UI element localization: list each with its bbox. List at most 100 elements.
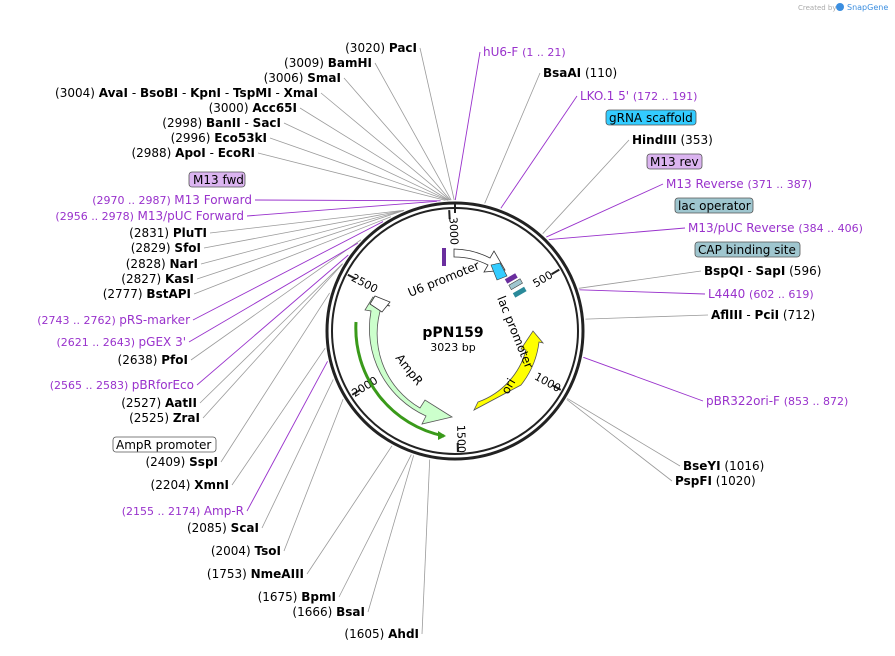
enzyme-label[interactable]: HindIII (353) xyxy=(632,133,713,147)
enzyme-labels-right: BsaAI (110) HindIII (353) BspQI - SapI (59… xyxy=(543,66,821,488)
cap-site-marker xyxy=(512,286,527,298)
enzyme-label[interactable]: (3004) AvaI - BsoBI - KpnI - TspMI - Xma… xyxy=(55,86,318,100)
enzyme-label[interactable]: (1605) AhdI xyxy=(344,627,419,641)
enzyme-label[interactable]: PspFI (1020) xyxy=(675,474,756,488)
enzyme-label[interactable]: (2831) PluTI xyxy=(129,226,207,240)
enzyme-label[interactable]: (2777) BstAPI xyxy=(103,287,191,301)
ori-arrow[interactable] xyxy=(473,330,545,411)
leader-line xyxy=(484,72,541,204)
primer-label[interactable]: M13 Reverse (371 .. 387) xyxy=(666,177,812,191)
tick-mark xyxy=(552,384,562,391)
lac-operator-box[interactable] xyxy=(674,197,754,214)
cap-binding-box[interactable] xyxy=(694,241,801,258)
enzyme-name: SapI xyxy=(756,264,786,278)
enzyme-name: BstAPI xyxy=(146,287,191,301)
tick-label: 1000 xyxy=(532,370,563,395)
enzyme-label[interactable]: (1753) NmeAIII xyxy=(207,567,304,581)
leader-line xyxy=(199,263,343,404)
grna-scaffold-box[interactable] xyxy=(605,109,697,126)
primer-label[interactable]: hU6-F (1 .. 21) xyxy=(483,45,566,59)
enzyme-label[interactable]: (3009) BamHI xyxy=(284,56,372,70)
enzyme-label[interactable]: (2527) AatII xyxy=(121,396,197,410)
enzyme-name: KasI xyxy=(165,272,194,286)
enzyme-name: Eco53kI xyxy=(214,131,267,145)
ampr-promoter-box[interactable] xyxy=(112,436,217,453)
enzyme-position: (3020) xyxy=(345,41,389,55)
enzyme-position: (2525) xyxy=(129,411,173,425)
cap-binding-box-label: CAP binding site xyxy=(698,243,796,257)
primer-range: (2970 .. 2987) xyxy=(92,194,174,207)
enzyme-label[interactable]: (2988) ApoI - EcoRI xyxy=(131,146,255,160)
primer-label[interactable]: (2565 .. 2583) pBRforEco xyxy=(50,378,194,392)
leader-line xyxy=(500,95,578,209)
leader-line xyxy=(231,347,326,486)
primer-label[interactable]: (2621 .. 2643) pGEX 3' xyxy=(56,335,186,349)
enzyme-label[interactable]: (3020) PacI xyxy=(345,41,417,55)
enzyme-label[interactable]: BspQI - SapI (596) xyxy=(704,264,821,278)
ampr-promoter-arrow[interactable] xyxy=(369,295,391,313)
enzyme-label[interactable]: (1675) BpmI xyxy=(258,590,336,604)
primer-label[interactable]: (2956 .. 2978) M13/pUC Forward xyxy=(55,209,244,223)
primer-label[interactable]: (2970 .. 2987) M13 Forward xyxy=(92,193,252,207)
leader-line xyxy=(269,137,448,201)
primer-label[interactable]: LKO.1 5' (172 .. 191) xyxy=(580,89,697,103)
enzyme-label[interactable]: (2204) XmnI xyxy=(151,478,229,492)
primer-range: (2743 .. 2762) xyxy=(37,314,119,327)
enzyme-label[interactable]: AflIII - PciI (712) xyxy=(711,308,815,322)
enzyme-name: PspFI xyxy=(675,474,712,488)
leader-line xyxy=(338,454,412,598)
enzyme-label[interactable]: (2998) BanII - SacI xyxy=(162,116,281,130)
enzyme-name: ZraI xyxy=(173,411,200,425)
enzyme-labels-left: (3020) PacI(3009) BamHI(3006) SmaI(3004)… xyxy=(55,41,419,641)
primer-label[interactable]: (2155 .. 2174) Amp-R xyxy=(122,504,244,518)
enzyme-name: PfoI xyxy=(161,353,188,367)
primer-label[interactable]: L4440 (602 .. 619) xyxy=(708,287,814,301)
enzyme-name: HindIII xyxy=(632,133,677,147)
leader-line xyxy=(257,152,446,201)
primer-label[interactable]: M13/pUC Reverse (384 .. 406) xyxy=(688,221,863,235)
primer-range: (2565 .. 2583) xyxy=(50,379,132,392)
m13fwd-marker xyxy=(442,248,446,266)
tick-mark xyxy=(347,273,357,280)
enzyme-label[interactable]: (2085) ScaI xyxy=(187,521,259,535)
enzyme-label[interactable]: (2996) Eco53kI xyxy=(171,131,267,145)
enzyme-separator: - xyxy=(221,86,233,100)
primer-label[interactable]: pBR322ori-F (853 .. 872) xyxy=(706,394,848,408)
enzyme-label[interactable]: (2004) TsoI xyxy=(211,544,281,558)
enzyme-label[interactable]: (2409) SspI xyxy=(145,455,218,469)
enzyme-label[interactable]: BseYI (1016) xyxy=(683,459,764,473)
enzyme-label[interactable]: (2525) ZraI xyxy=(129,411,200,425)
enzyme-label[interactable]: (3006) SmaI xyxy=(264,71,341,85)
enzyme-position: (1016) xyxy=(721,459,765,473)
m13rev-marker xyxy=(504,273,518,284)
enzyme-name: SacI xyxy=(253,116,281,130)
primer-range: (602 .. 619) xyxy=(749,288,814,301)
enzyme-label[interactable]: (1666) BsaI xyxy=(292,605,365,619)
m13-fwd-box[interactable] xyxy=(188,171,246,188)
grna-scaffold-feature[interactable] xyxy=(490,262,508,281)
enzyme-label[interactable]: (3000) Acc65I xyxy=(209,101,297,115)
primer-name: L4440 xyxy=(708,287,749,301)
leader-line xyxy=(200,210,404,265)
lac-promoter-label: lac promoter xyxy=(494,294,536,370)
ampr-arrow[interactable] xyxy=(364,296,454,425)
enzyme-label[interactable]: (2828) NarI xyxy=(126,257,198,271)
m13-rev-box[interactable] xyxy=(646,153,703,170)
enzyme-label[interactable]: (2829) SfoI xyxy=(131,241,201,255)
primer-label[interactable]: (2743 .. 2762) pRS-marker xyxy=(37,313,190,327)
enzyme-separator: - xyxy=(272,86,284,100)
ampr-highlight-head xyxy=(438,431,446,440)
enzyme-position: (2409) xyxy=(145,455,189,469)
enzyme-label[interactable]: BsaAI (110) xyxy=(543,66,617,80)
enzyme-position: (1605) xyxy=(344,627,388,641)
enzyme-position: (2988) xyxy=(131,146,175,160)
plasmid-length: 3023 bp xyxy=(430,341,475,354)
ori-label: ori xyxy=(498,376,518,397)
enzyme-label[interactable]: (2638) PfoI xyxy=(118,353,188,367)
leader-line xyxy=(421,459,431,635)
leader-line xyxy=(193,216,392,295)
enzyme-label[interactable]: (2827) KasI xyxy=(121,272,194,286)
m13-rev-box-label: M13 rev xyxy=(650,155,699,169)
leader-line xyxy=(283,122,449,201)
enzyme-position: (2827) xyxy=(121,272,165,286)
